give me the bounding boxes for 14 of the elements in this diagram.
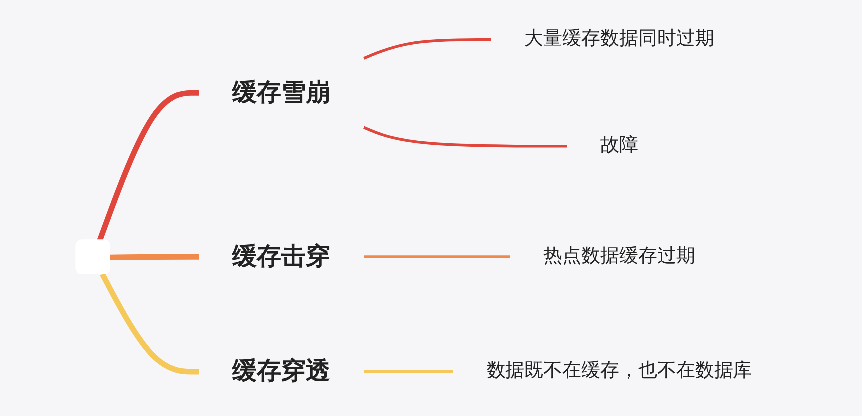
connector bbox=[364, 38, 492, 60]
node-text: 缓存雪崩 bbox=[232, 79, 331, 108]
node-text: 数据既不在缓存，也不在数据库 bbox=[486, 360, 752, 382]
connector bbox=[364, 126, 568, 148]
connector bbox=[100, 273, 200, 375]
node-text: 故障 bbox=[600, 134, 638, 157]
connector bbox=[97, 90, 200, 242]
node-text: 缓存穿透 bbox=[232, 358, 331, 386]
connector bbox=[364, 370, 454, 374]
node-text: 缓存击穿 bbox=[232, 243, 331, 272]
connector bbox=[110, 254, 200, 260]
node-text: 热点数据缓存过期 bbox=[544, 245, 696, 268]
connector bbox=[364, 256, 510, 258]
node-text: 大量缓存数据同时过期 bbox=[524, 28, 714, 50]
